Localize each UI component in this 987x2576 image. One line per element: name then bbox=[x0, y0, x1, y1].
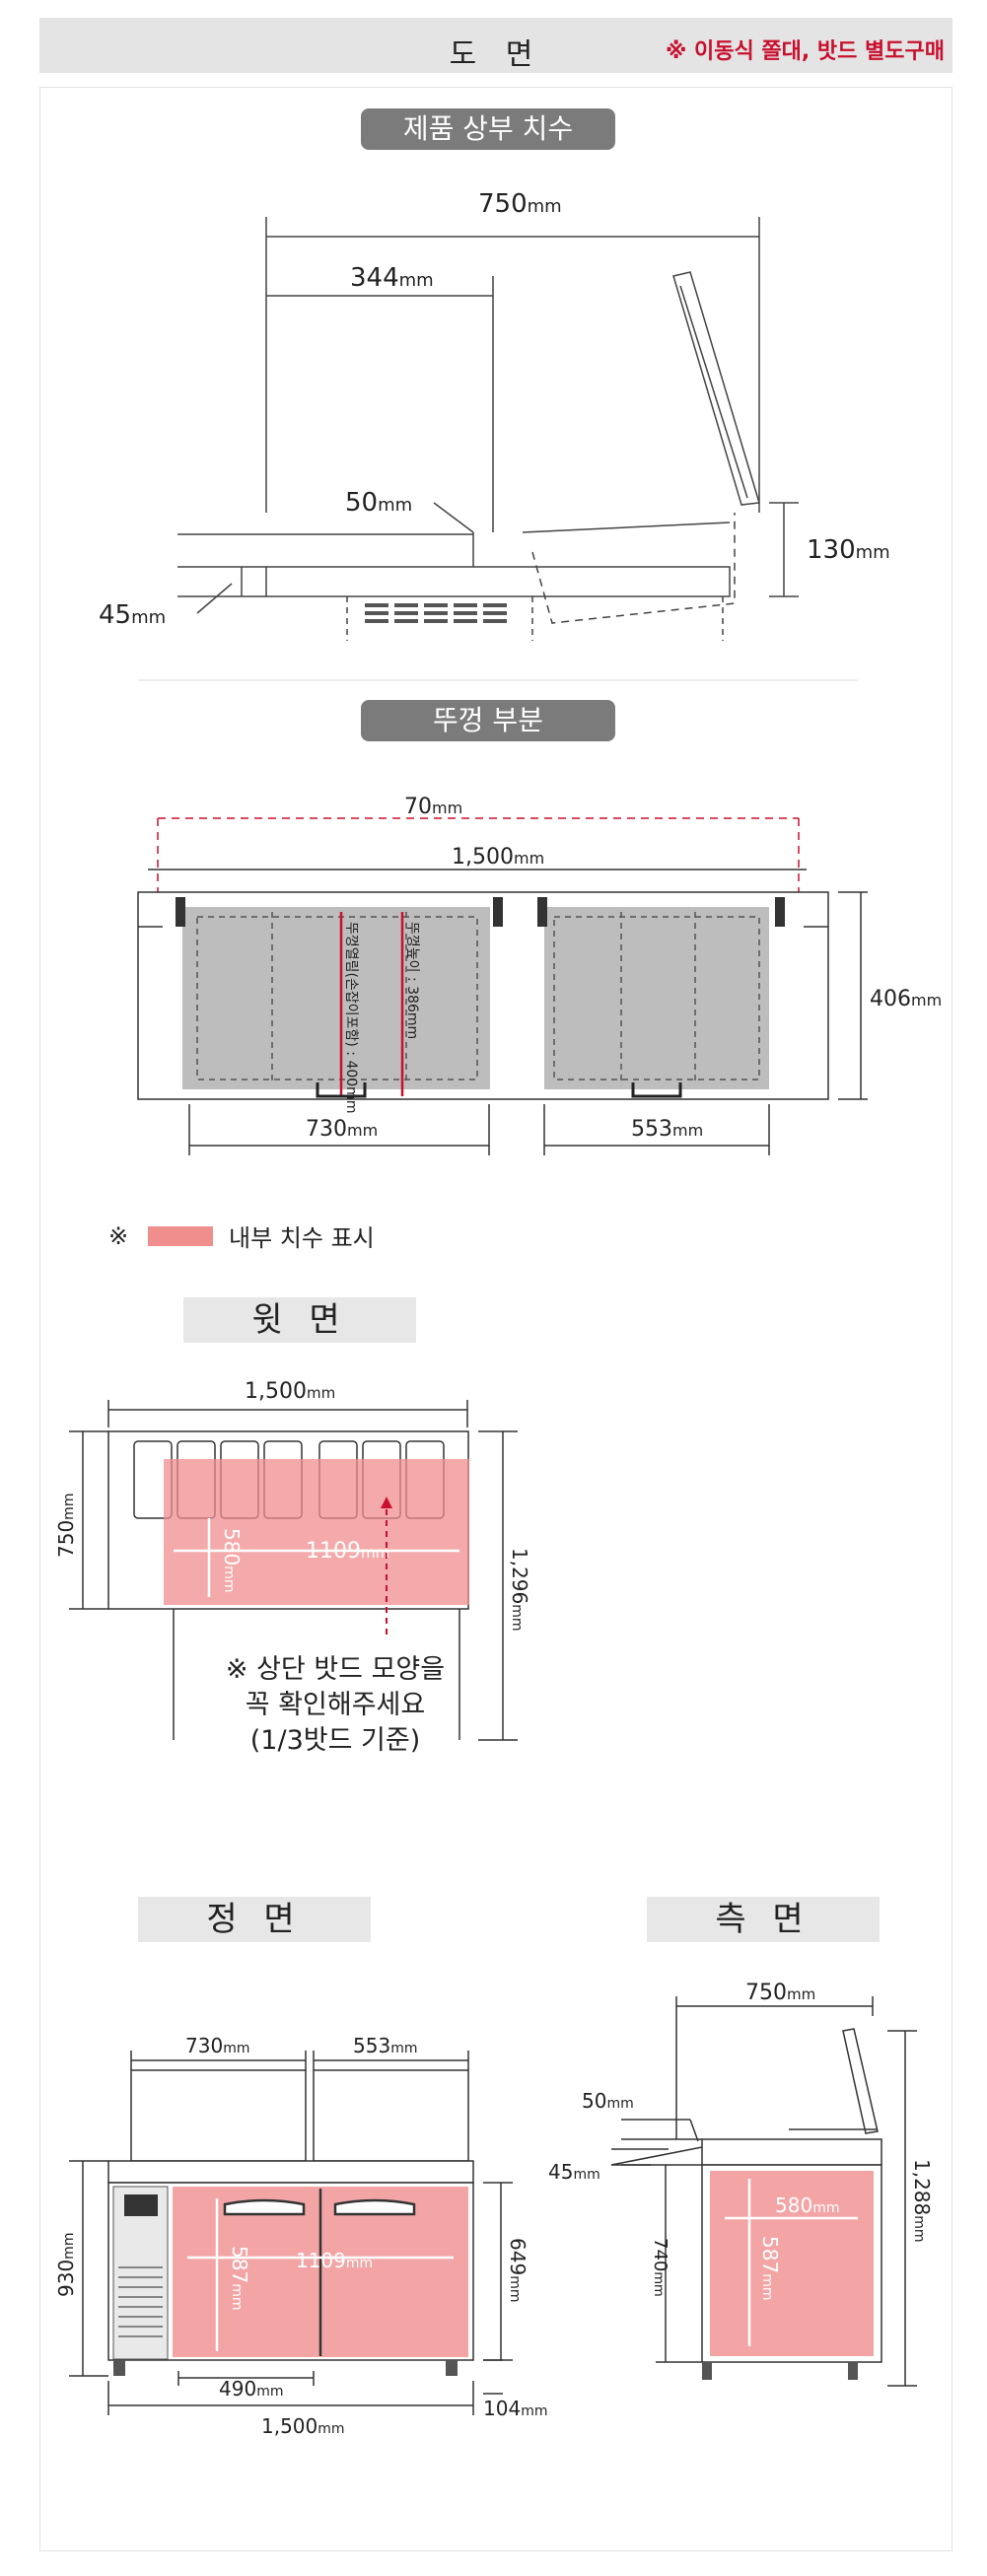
section-top-dims: 제품 상부 치수 bbox=[361, 108, 615, 150]
top-view-diagram: 1,500mm 750mm 1109mm 580mm 1,296mm bbox=[54, 1379, 531, 1741]
section-top-view: 윗 면 bbox=[183, 1297, 416, 1343]
dim-1296: 1,296mm bbox=[508, 1548, 531, 1632]
vat-shape-note: ※ 상단 밧드 모양을 꼭 확인해주세요 (1/3밧드 기준) bbox=[207, 1652, 463, 1759]
note-line-3: (1/3밧드 기준) bbox=[249, 1725, 421, 1756]
dim-130: 130mm bbox=[807, 535, 890, 565]
dim-1109: 1109mm bbox=[296, 2249, 373, 2272]
legend-text: 내부 치수 표시 bbox=[229, 1224, 375, 1252]
dim-750: 750mm bbox=[745, 1981, 815, 2005]
drawing-frame bbox=[39, 87, 952, 2551]
dim-70: 70mm bbox=[404, 795, 462, 819]
lid-diagram: 뚜껑열림(손잡이포함) : 400mm 뚜껑높이 : 386mm 70mm 1,… bbox=[108, 795, 942, 1252]
dim-580: 580mm bbox=[220, 1528, 244, 1592]
dim-45: 45mm bbox=[99, 600, 166, 630]
dim-750: 750mm bbox=[478, 189, 562, 219]
dim-1500: 1,500mm bbox=[261, 2414, 345, 2438]
top-dims-diagram: 750mm 344mm 50mm 130mm 45mm bbox=[99, 189, 890, 681]
section-front-view: 정 면 bbox=[138, 1897, 371, 1942]
dim-553: 553mm bbox=[631, 1117, 703, 1142]
page-title: 도 면 bbox=[449, 37, 543, 72]
dim-553: 553mm bbox=[353, 2034, 417, 2057]
note-line-2: 꼭 확인해주세요 bbox=[245, 1690, 426, 1720]
dim-1500: 1,500mm bbox=[452, 845, 544, 870]
legend-swatch bbox=[148, 1226, 213, 1246]
legend-symbol: ※ bbox=[108, 1222, 128, 1250]
dim-45: 45mm bbox=[548, 2160, 600, 2184]
dim-104: 104mm bbox=[483, 2397, 547, 2420]
dim-1288: 1,288mm bbox=[910, 2159, 934, 2243]
lid-open-note: 뚜껑열림(손잡이포함) : 400mm bbox=[343, 922, 359, 1113]
dim-730: 730mm bbox=[306, 1117, 378, 1142]
purchase-note: ※ 이동식 쫄대, 밧드 별도구매 bbox=[665, 39, 945, 64]
dim-587: 587mm bbox=[758, 2236, 782, 2300]
dim-406: 406mm bbox=[870, 987, 942, 1011]
dim-50: 50mm bbox=[345, 488, 412, 518]
header-bar: 도 면 ※ 이동식 쫄대, 밧드 별도구매 bbox=[39, 18, 952, 73]
dim-750: 750mm bbox=[54, 1494, 78, 1558]
dim-730: 730mm bbox=[185, 2034, 249, 2057]
dim-580: 580mm bbox=[775, 2193, 839, 2217]
section-lid: 뚜껑 부분 bbox=[361, 700, 615, 741]
dim-930: 930mm bbox=[54, 2233, 78, 2297]
dim-344: 344mm bbox=[350, 263, 434, 293]
lid-height-note: 뚜껑높이 : 386mm bbox=[404, 922, 420, 1039]
dim-50: 50mm bbox=[582, 2089, 634, 2113]
dim-1109: 1109mm bbox=[306, 1539, 389, 1564]
dim-740: 740mm bbox=[650, 2238, 670, 2297]
dim-587: 587mm bbox=[228, 2246, 251, 2310]
section-side-view: 측 면 bbox=[647, 1897, 880, 1942]
dim-1500: 1,500mm bbox=[245, 1379, 335, 1404]
note-line-1: ※ 상단 밧드 모양을 bbox=[225, 1654, 446, 1685]
dim-649: 649mm bbox=[506, 2238, 529, 2302]
dim-490: 490mm bbox=[219, 2377, 283, 2401]
